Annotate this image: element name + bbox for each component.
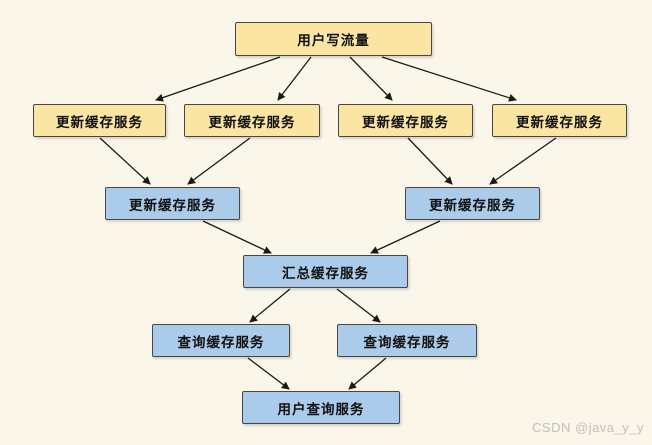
node-update-cache-2: 更新缓存服务 — [184, 104, 320, 137]
node-update-cache-merge-right: 更新缓存服务 — [405, 187, 540, 220]
edge-merge-left-to-aggregate — [202, 220, 272, 254]
edge-user-write-to-update-3 — [349, 56, 393, 101]
edge-update-1-to-merge-left — [99, 137, 151, 185]
edge-update-4-to-merge-right — [489, 137, 557, 185]
node-update-cache-4: 更新缓存服务 — [492, 104, 627, 137]
edge-user-write-to-update-1 — [155, 56, 281, 102]
node-update-cache-1: 更新缓存服务 — [33, 104, 166, 137]
node-user-write-traffic: 用户写流量 — [235, 22, 432, 56]
csdn-watermark: CSDN @java_y_y — [532, 420, 644, 435]
node-aggregate-cache: 汇总缓存服务 — [243, 255, 408, 288]
edge-user-write-to-update-4 — [381, 56, 517, 102]
edge-aggregate-to-query-left — [249, 288, 291, 323]
node-user-query-service: 用户查询服务 — [242, 391, 400, 424]
node-query-cache-right: 查询缓存服务 — [337, 324, 477, 357]
edge-query-left-to-user-query — [247, 357, 290, 390]
edge-update-3-to-merge-right — [407, 137, 453, 185]
edge-user-write-to-update-2 — [277, 56, 312, 101]
edge-merge-right-to-aggregate — [370, 220, 441, 254]
node-update-cache-3: 更新缓存服务 — [338, 104, 473, 137]
edge-aggregate-to-query-right — [336, 288, 381, 323]
edge-query-right-to-user-query — [348, 357, 387, 390]
node-update-cache-merge-left: 更新缓存服务 — [105, 187, 240, 220]
edge-update-2-to-merge-left — [187, 137, 251, 185]
node-query-cache-left: 查询缓存服务 — [152, 324, 290, 357]
